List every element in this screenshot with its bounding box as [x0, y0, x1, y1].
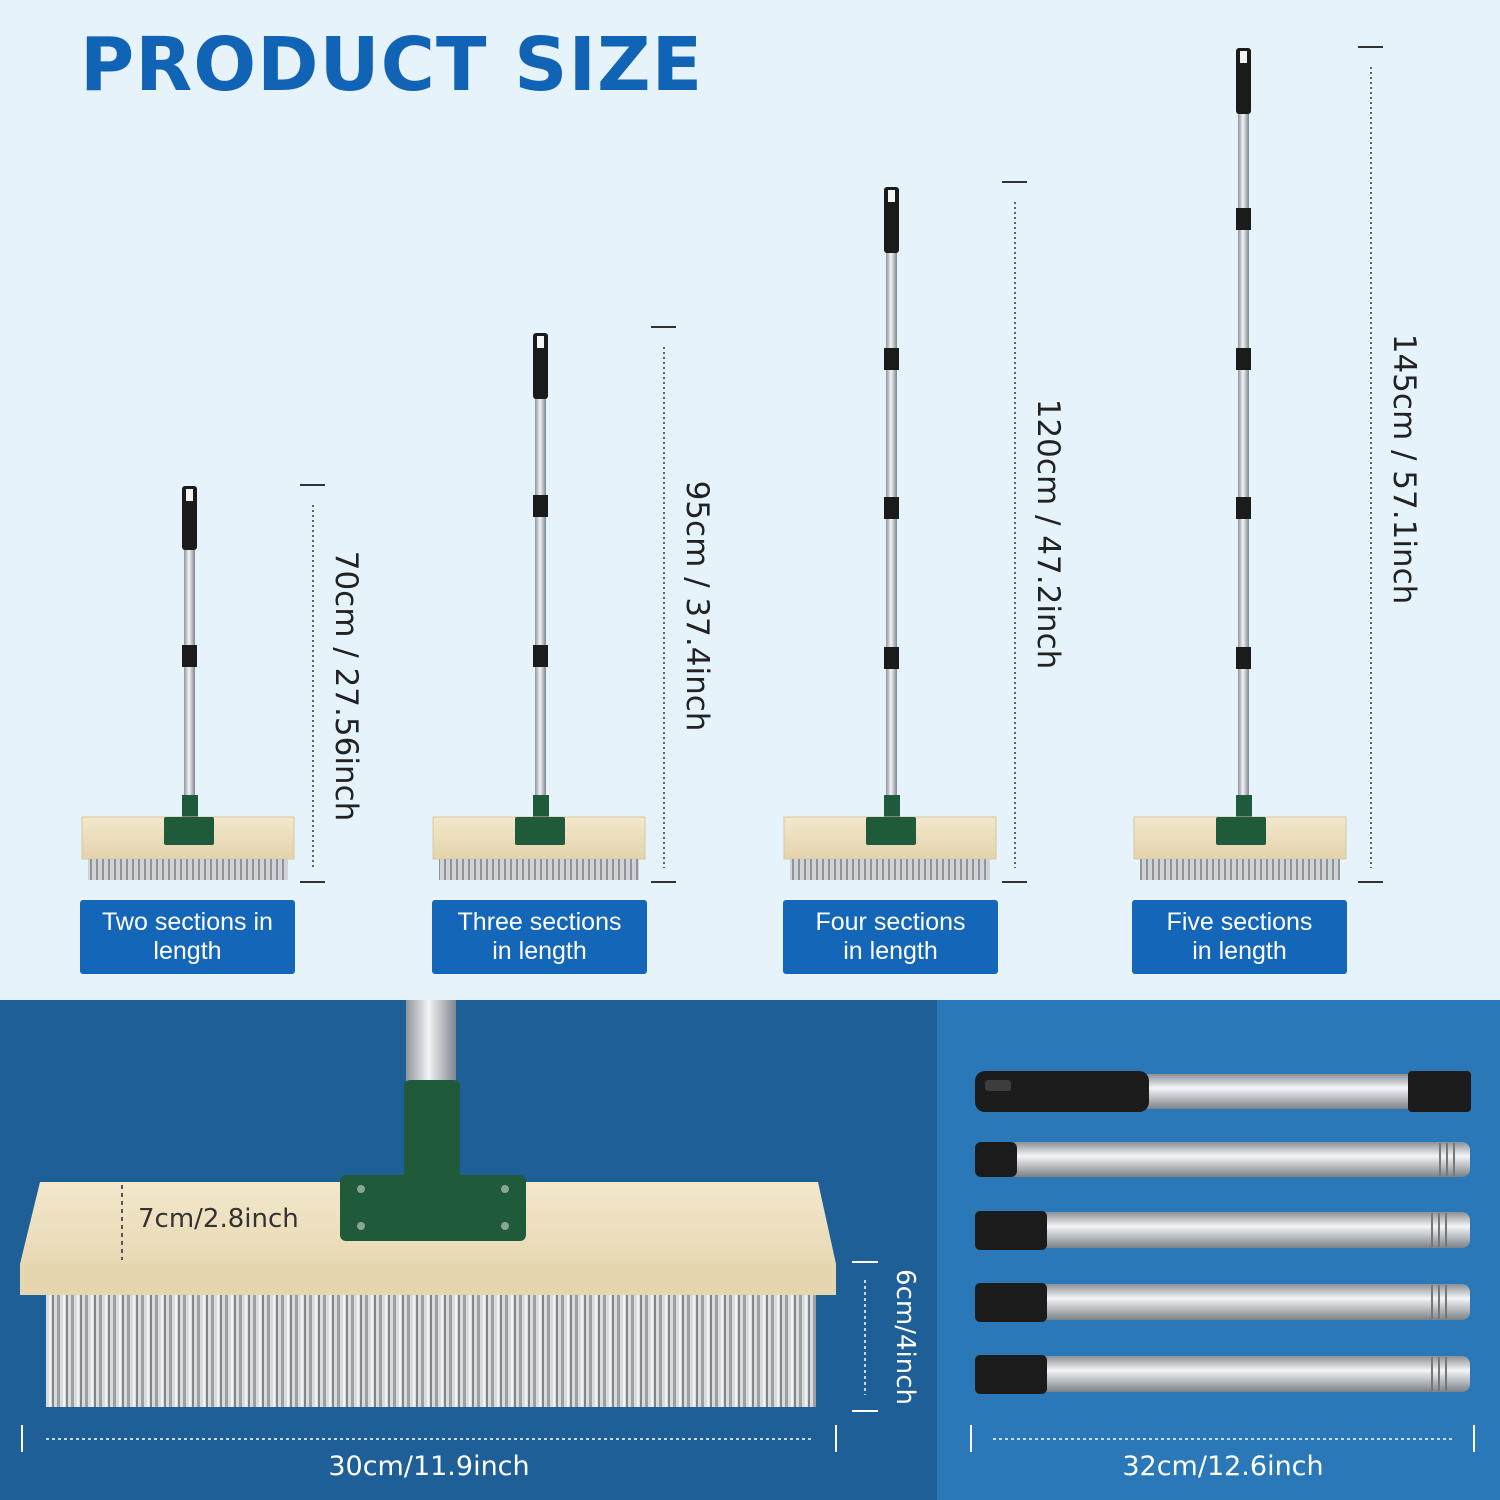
caption-three-sections: Three sections in length — [432, 900, 647, 974]
height-label-five-sections: 145cm / 57.1inch — [1386, 333, 1422, 605]
brush-height-label: 6cm/4inch — [890, 1269, 920, 1405]
caption-five-sections: Five sections in length — [1132, 900, 1347, 974]
caption-two-sections: Two sections in length — [80, 900, 295, 974]
brush-depth-label: 7cm/2.8inch — [138, 1204, 299, 1234]
height-label-four-sections: 120cm / 47.2inch — [1030, 398, 1066, 670]
broom-two-sections — [81, 486, 295, 880]
brush-head-closeup — [20, 1000, 836, 1407]
height-measure-lines — [300, 46, 1383, 883]
pole-section-2 — [975, 1142, 1470, 1177]
broom-five-sections — [1133, 48, 1347, 880]
pole-length-label: 32cm/12.6inch — [1122, 1451, 1324, 1482]
pole-measure-lines — [970, 1425, 1475, 1452]
broom-four-sections — [783, 187, 997, 880]
pole-section-3 — [975, 1211, 1470, 1250]
height-label-three-sections: 95cm / 37.4inch — [679, 480, 715, 732]
pole-section-5 — [975, 1355, 1470, 1394]
page-title: PRODUCT SIZE — [80, 22, 704, 108]
caption-four-sections: Four sections in length — [783, 900, 998, 974]
broom-three-sections — [432, 333, 646, 880]
pole-section-1 — [975, 1071, 1471, 1112]
height-label-two-sections: 70cm / 27.56inch — [328, 550, 364, 822]
pole-section-4 — [975, 1283, 1470, 1322]
brush-width-label: 30cm/11.9inch — [328, 1451, 530, 1482]
brush-head-measure-lines — [21, 1261, 878, 1452]
